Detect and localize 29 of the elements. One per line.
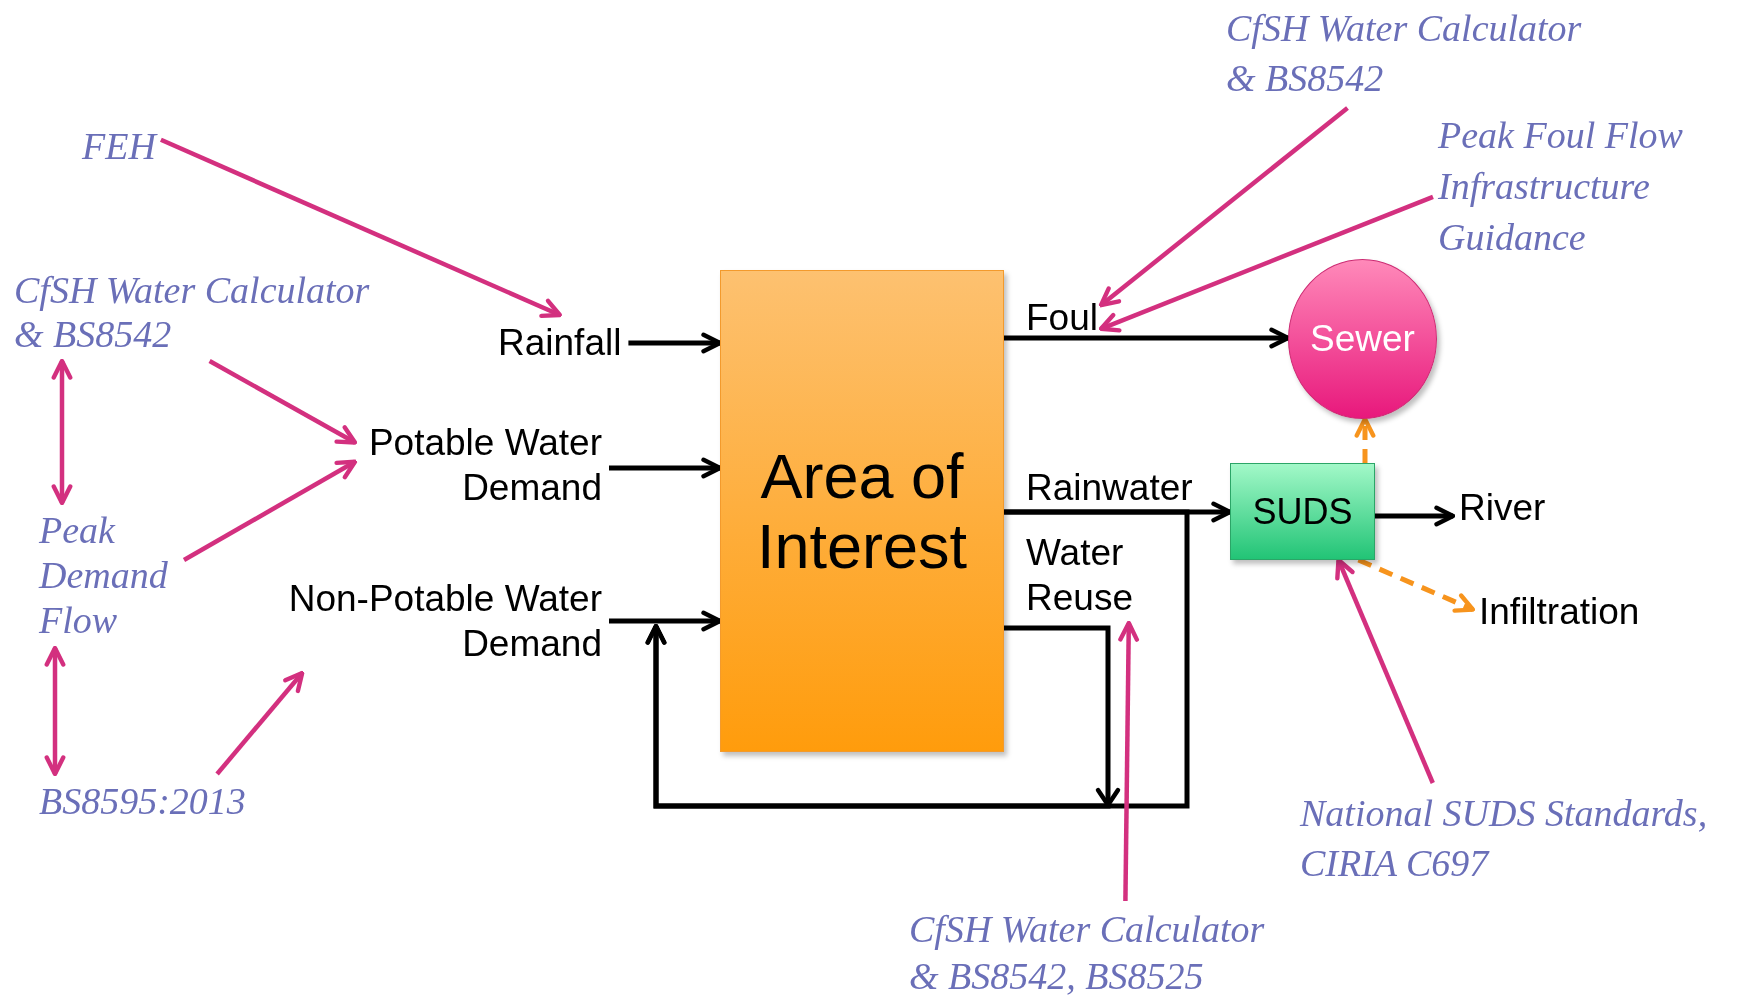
sewer-circle: Sewer (1288, 259, 1437, 419)
arrow (44, 645, 66, 777)
arrow (215, 670, 305, 776)
reference-text: CfSH Water Calculator & BS8542 (1226, 3, 1591, 103)
reference-text: CfSH Water Calculator & BS8542, BS8525 (909, 906, 1274, 1000)
reference-text: National SUDS Standards, CIRIA C697 (1300, 788, 1760, 888)
reference-text: Peak Foul Flow Infrastructure Guidance (1438, 110, 1728, 263)
flow-label: Foul (1026, 297, 1098, 339)
arrow (1354, 416, 1376, 463)
reference-text: CfSH Water Calculator & BS8542 (14, 268, 379, 356)
flow-label: Water Reuse (1026, 530, 1146, 620)
reference-text: FEH (82, 124, 156, 168)
arrow (1098, 194, 1434, 333)
flow-label: Rainfall (498, 322, 622, 364)
process-box: Area of Interest (720, 270, 1004, 752)
arrow (182, 459, 358, 562)
flow-label: Non-Potable Water Demand (272, 576, 602, 666)
flow-label: Infiltration (1479, 591, 1640, 633)
arrow (1118, 620, 1140, 902)
arrow (51, 358, 73, 506)
reference-text: Peak Demand Flow (39, 508, 179, 643)
flow-label: River (1459, 487, 1546, 529)
arrow (1098, 106, 1349, 308)
arrow (160, 137, 562, 319)
arrow (208, 359, 358, 445)
reference-text: BS8595:2013 (39, 779, 246, 823)
arrow (1375, 505, 1456, 527)
flow-label: Potable Water Demand (362, 420, 602, 510)
suds-box: SUDS (1230, 463, 1375, 560)
